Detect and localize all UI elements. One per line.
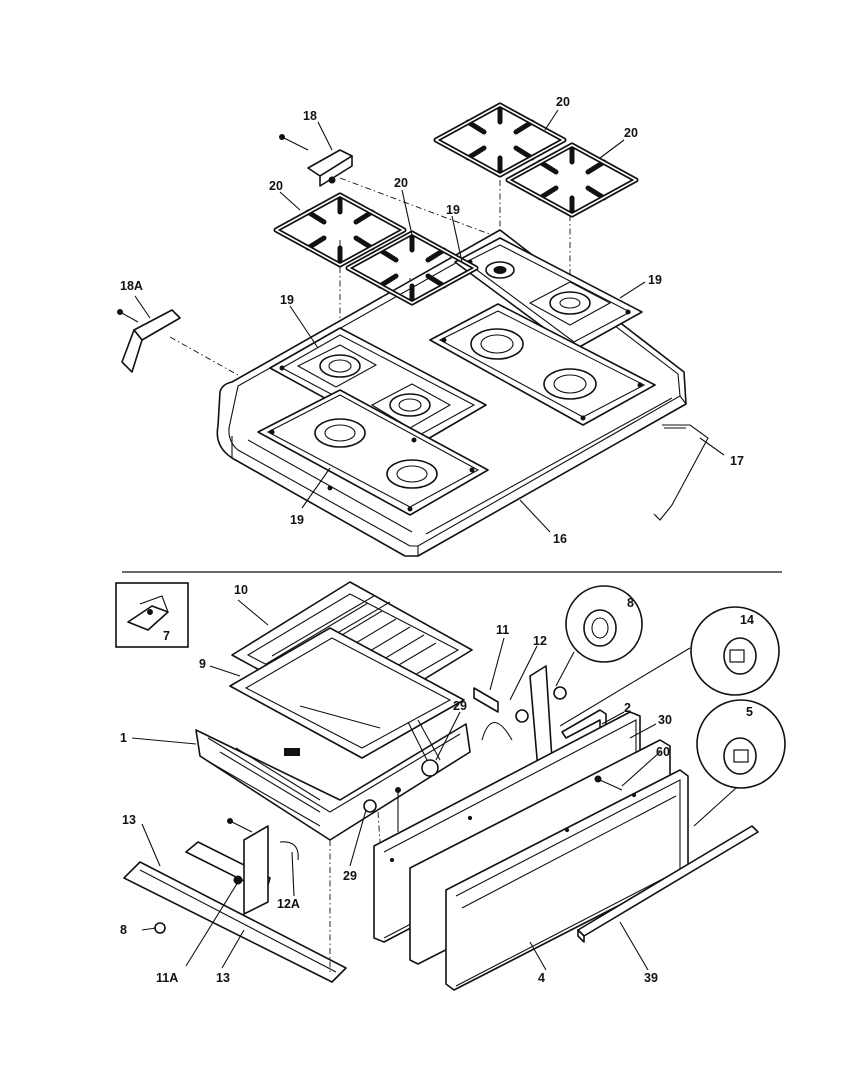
callout-12: 12	[533, 634, 547, 648]
callout-19: 19	[290, 513, 304, 527]
broiler-assembly	[115, 581, 786, 991]
callout-11: 11	[496, 623, 509, 637]
rails-13	[123, 787, 401, 983]
callout-labels: 18 20 20 20 20 19 19 19 18A 17 19 16 7 1…	[120, 95, 754, 985]
broiler-body-1	[195, 719, 471, 841]
callout-7: 7	[163, 629, 170, 643]
callout-12a: 12A	[277, 897, 300, 911]
wire-17	[653, 424, 709, 521]
callout-1: 1	[120, 731, 127, 745]
screw-60	[594, 775, 623, 791]
callout-60: 60	[656, 745, 670, 759]
callout-20: 20	[624, 126, 638, 140]
inset-box-7	[115, 582, 189, 648]
callout-8: 8	[627, 596, 634, 610]
callout-10: 10	[234, 583, 248, 597]
grate-back-right-2	[505, 142, 639, 218]
callout-29: 29	[343, 869, 357, 883]
callout-18: 18	[303, 109, 317, 123]
callout-20: 20	[556, 95, 570, 109]
broiler-pan-9	[229, 627, 465, 759]
callout-14: 14	[740, 613, 754, 627]
grate-back-right-1	[433, 102, 567, 178]
callout-29: 29	[453, 699, 467, 713]
callout-5: 5	[746, 705, 753, 719]
alignment-lines-bottom	[329, 811, 381, 972]
callout-4: 4	[538, 971, 545, 985]
cooktop-assembly	[117, 102, 725, 557]
callout-19: 19	[446, 203, 460, 217]
leaders-top	[134, 109, 725, 533]
burner-grates	[273, 102, 639, 306]
callout-19: 19	[280, 293, 294, 307]
callout-17: 17	[730, 454, 744, 468]
callout-39: 39	[644, 971, 658, 985]
callout-11a: 11A	[156, 971, 178, 985]
leaders-bottom	[131, 599, 661, 971]
knob-bubble-14	[559, 606, 780, 727]
callout-18a: 18A	[120, 279, 143, 293]
callout-9: 9	[199, 657, 206, 671]
callout-16: 16	[553, 532, 567, 546]
burner-pans	[257, 237, 656, 516]
callout-2: 2	[624, 701, 631, 715]
bracket-18	[279, 134, 353, 187]
callout-8: 8	[120, 923, 127, 937]
callout-20: 20	[394, 176, 408, 190]
callout-13: 13	[122, 813, 136, 827]
knob-bubble-8	[555, 585, 643, 687]
callout-19: 19	[648, 273, 662, 287]
bracket-11-12	[473, 665, 567, 771]
strip-39	[577, 825, 759, 943]
bracket-18a	[117, 309, 181, 373]
callout-20: 20	[269, 179, 283, 193]
knob-bubble-5	[693, 699, 786, 827]
callout-30: 30	[658, 713, 672, 727]
grate-left-2	[345, 230, 479, 306]
callout-13: 13	[216, 971, 230, 985]
grate-left-1	[273, 192, 407, 268]
